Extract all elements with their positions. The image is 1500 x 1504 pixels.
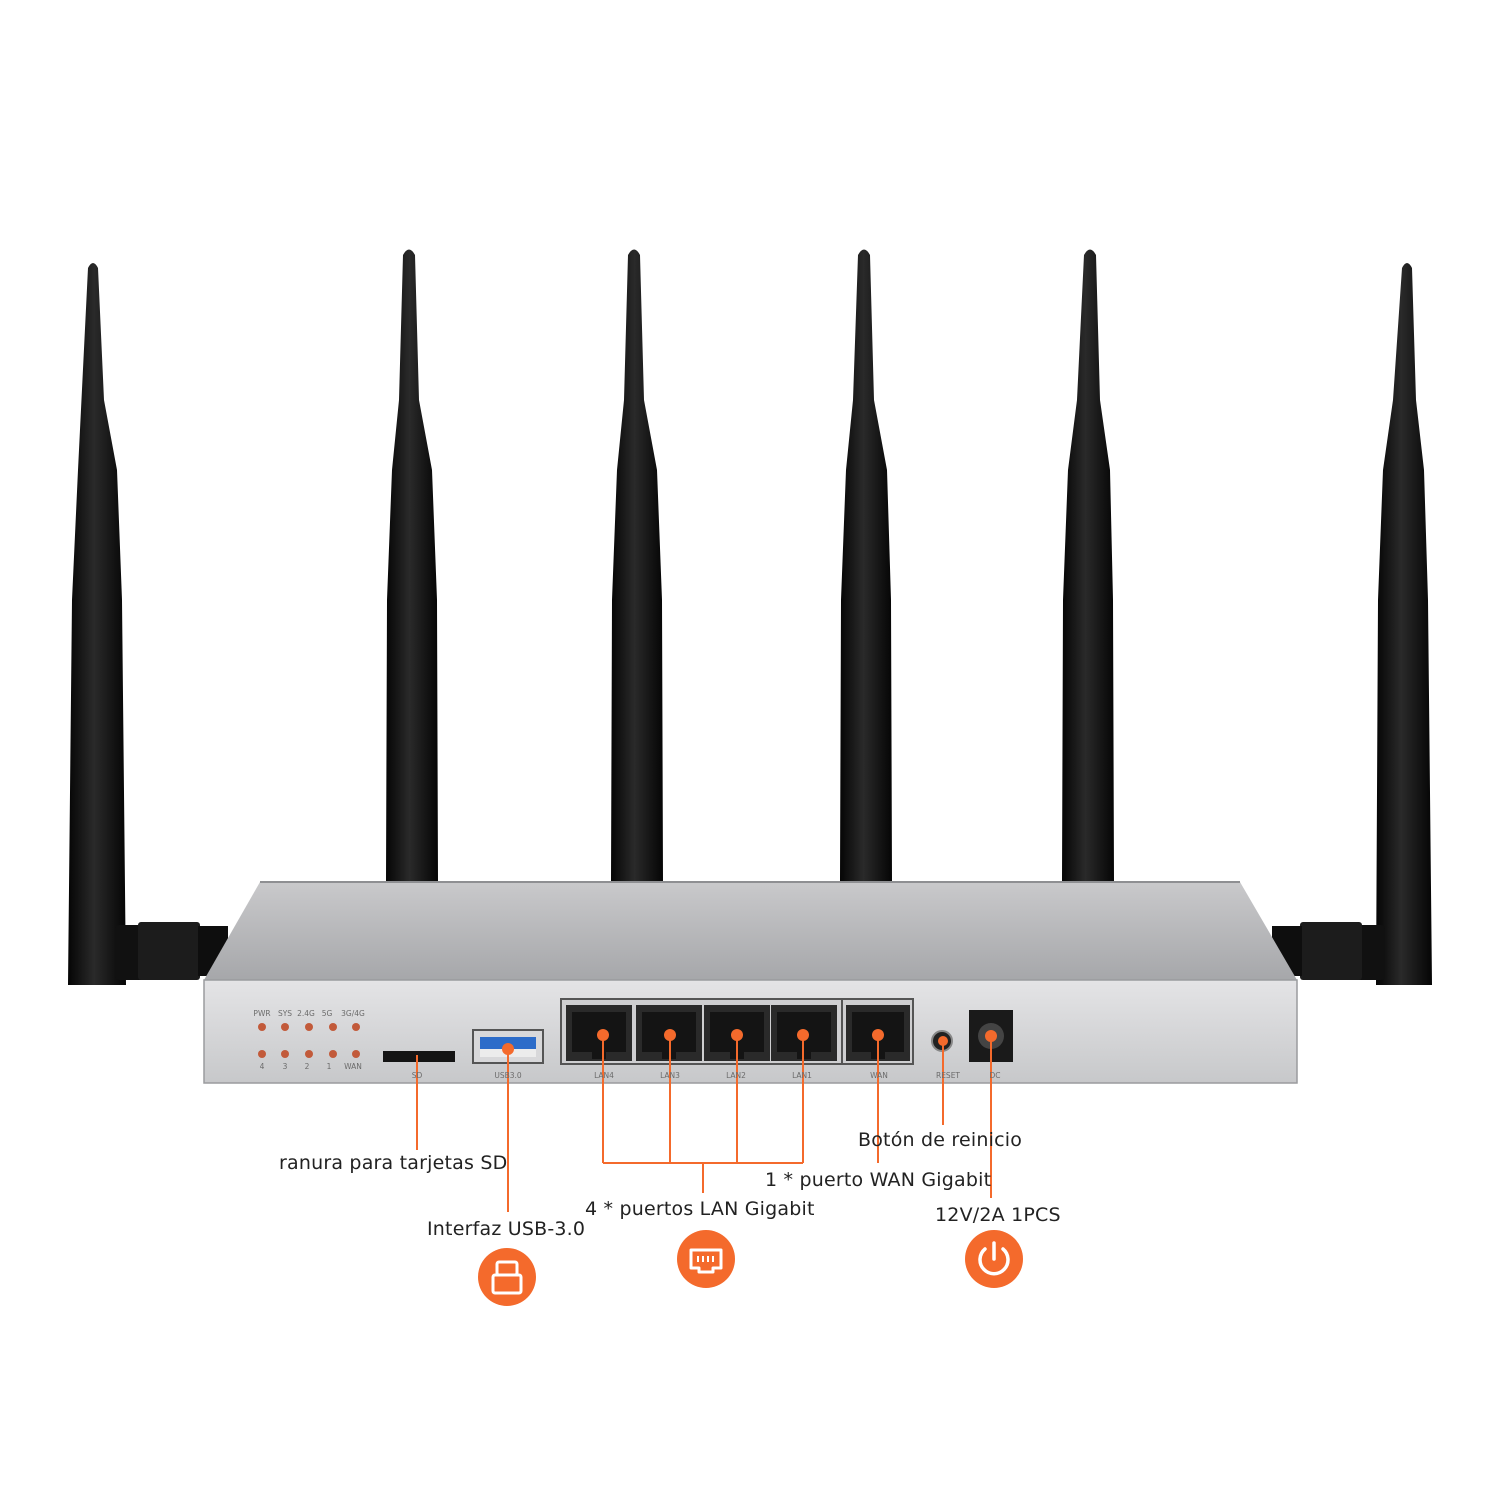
antenna-1 (68, 263, 126, 985)
led-label-5g: 5G (321, 1009, 333, 1018)
antenna-2 (386, 249, 438, 882)
led-label-wan: WAN (344, 1062, 362, 1071)
callout-markers (502, 1029, 997, 1055)
port-label-sd: SD (411, 1071, 423, 1080)
usb-icon (478, 1248, 536, 1306)
port-label-lan1: LAN1 (792, 1071, 812, 1080)
power-icon (965, 1230, 1023, 1288)
port-label-reset: RESET (935, 1071, 961, 1080)
callout-reset: Botón de reinicio (858, 1129, 1023, 1151)
port-label-lan3: LAN3 (660, 1071, 680, 1080)
led-label-lan2: 2 (304, 1062, 310, 1071)
antenna-4 (840, 249, 892, 882)
antenna-3 (611, 249, 663, 882)
port-label-usb: USB3.0 (494, 1071, 522, 1080)
callout-sd-slot: ranura para tarjetas SD (279, 1152, 508, 1174)
led-label-24g: 2.4G (297, 1009, 315, 1018)
ethernet-icon (677, 1230, 735, 1288)
led-label-3g4g: 3G/4G (341, 1009, 365, 1018)
led-label-lan4: 4 (259, 1062, 265, 1071)
callout-usb: Interfaz USB-3.0 (427, 1218, 586, 1240)
status-leds (258, 1023, 360, 1058)
led-label-lan1: 1 (326, 1062, 332, 1071)
port-label-wan: WAN (870, 1071, 888, 1080)
port-label-dc: DC (989, 1071, 1001, 1080)
antenna-6 (1376, 263, 1432, 985)
router-top-surface (204, 882, 1297, 980)
port-label-lan2: LAN2 (726, 1071, 746, 1080)
callout-lan: 4 * puertos LAN Gigabit (585, 1198, 815, 1220)
callout-lines (416, 1035, 992, 1212)
led-label-lan3: 3 (282, 1062, 288, 1071)
port-label-lan4: LAN4 (594, 1071, 614, 1080)
callout-power: 12V/2A 1PCS (935, 1204, 1061, 1226)
antenna-5 (1062, 249, 1114, 882)
callout-wan: 1 * puerto WAN Gigabit (765, 1169, 992, 1191)
led-label-sys: SYS (277, 1009, 293, 1018)
sd-card-slot (383, 1051, 455, 1062)
led-label-pwr: PWR (253, 1009, 271, 1018)
